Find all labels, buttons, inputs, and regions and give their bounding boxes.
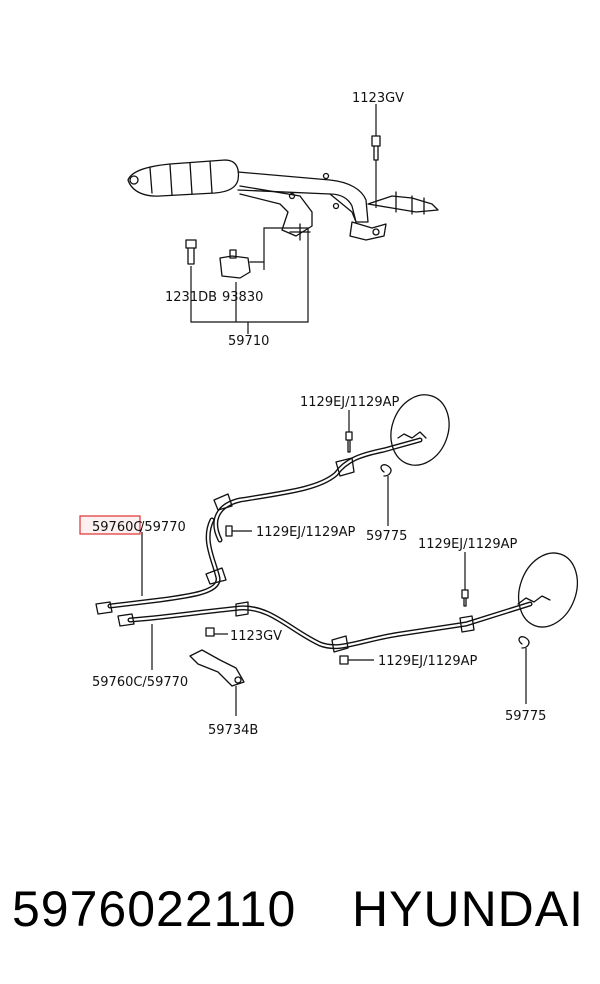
label-spring-upper: 59775 [366,529,407,544]
label-clip-right: 1129EJ/1129AP [418,537,517,552]
label-clip-bottom: 1129EJ/1129AP [378,654,477,669]
label-clip-front: 1129EJ/1129AP [300,395,399,410]
label-bolt-lever: 1231DB [165,290,217,305]
brake-cables [107,437,533,650]
bolt-icon [371,104,381,208]
label-spring-lower: 59775 [505,709,546,724]
label-clip-mid: 1129EJ/1129AP [256,525,355,540]
clip-icons [205,410,469,665]
label-switch: 93830 [222,290,263,305]
lever-group-leaders [190,227,309,334]
label-bracket: 59734B [208,723,258,738]
spring-icon [380,464,530,704]
brand-name: HYUNDAI [352,881,585,937]
label-lever-assy: 59710 [228,334,269,349]
cable-leaders [141,532,153,670]
label-bolt-top: 1123GV [352,91,404,106]
cable-fittings [95,431,551,653]
parking-brake-lever [127,159,439,241]
highlight-box [79,515,141,535]
label-bolt-bracket: 1123GV [230,629,282,644]
bracket-icon [189,649,245,716]
part-number: 5976022110 [12,881,297,937]
label-highlight-a: 59760C [92,520,142,535]
switch-icon [185,239,265,279]
label-highlight-b: /59770 [140,520,186,535]
footer-caption: 5976022110 HYUNDAI [0,870,600,950]
label-cable-lower: 59760C/59770 [92,675,188,690]
brake-drum-icon [390,394,578,628]
